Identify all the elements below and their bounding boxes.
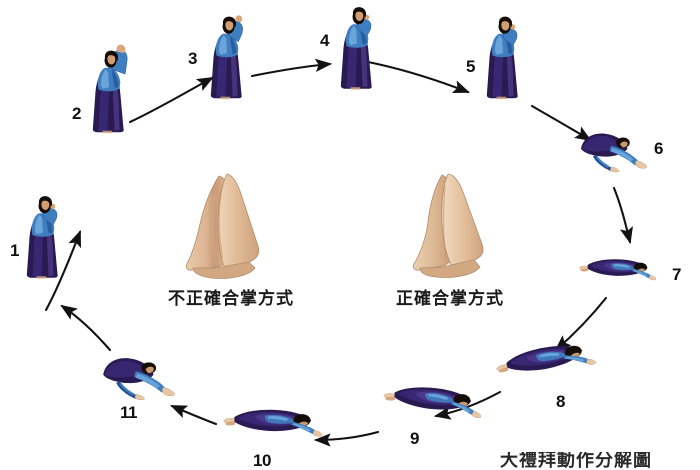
step-figure-11 [100, 352, 178, 402]
step-number-11: 11 [120, 403, 137, 422]
step-number-3: 3 [188, 49, 197, 68]
incorrect-mudra-caption: 不正確合掌方式 [168, 289, 294, 309]
step-number-5: 5 [466, 57, 475, 76]
step-figure-4 [336, 0, 378, 92]
arrow-2-to-3 [128, 76, 214, 124]
incorrect-mudra-panel: 不正確合掌方式 [168, 172, 294, 309]
step-number-10: 10 [253, 451, 271, 470]
joined-palms-icon [412, 173, 484, 278]
step-number-2: 2 [72, 104, 81, 123]
arrow-3-to-4 [250, 58, 333, 78]
step-figure-7 [578, 250, 657, 286]
step-number-9: 9 [410, 429, 419, 448]
step-figure-5 [482, 8, 524, 103]
step-number-6: 6 [654, 139, 663, 158]
step-figure-6 [578, 128, 650, 174]
arrow-9-to-10 [313, 430, 380, 447]
step-number-4: 4 [320, 31, 329, 50]
correct-mudra-panel: 正確合掌方式 [390, 172, 510, 309]
step-figure-1 [22, 190, 64, 280]
arrow-11-to-1 [60, 304, 112, 352]
step-number-8: 8 [556, 392, 565, 411]
arrow-4-to-5 [366, 60, 470, 94]
arrow-10-to-11 [170, 404, 218, 426]
arrow-6-to-7 [612, 186, 633, 245]
step-number-7: 7 [672, 265, 681, 284]
step-figure-3 [206, 8, 248, 103]
diagram-title-text: 大禮拜動作分解圖 [500, 452, 652, 470]
joined-palms-icon [185, 173, 260, 279]
step-figure-8 [491, 328, 598, 390]
step-figure-9 [381, 375, 484, 424]
step-figure-2 [88, 42, 130, 137]
step-figure-10 [222, 400, 323, 442]
correct-mudra-caption: 正確合掌方式 [396, 289, 504, 309]
step-number-1: 1 [10, 241, 19, 260]
diagram-title: 大禮拜動作分解圖 [500, 452, 700, 470]
